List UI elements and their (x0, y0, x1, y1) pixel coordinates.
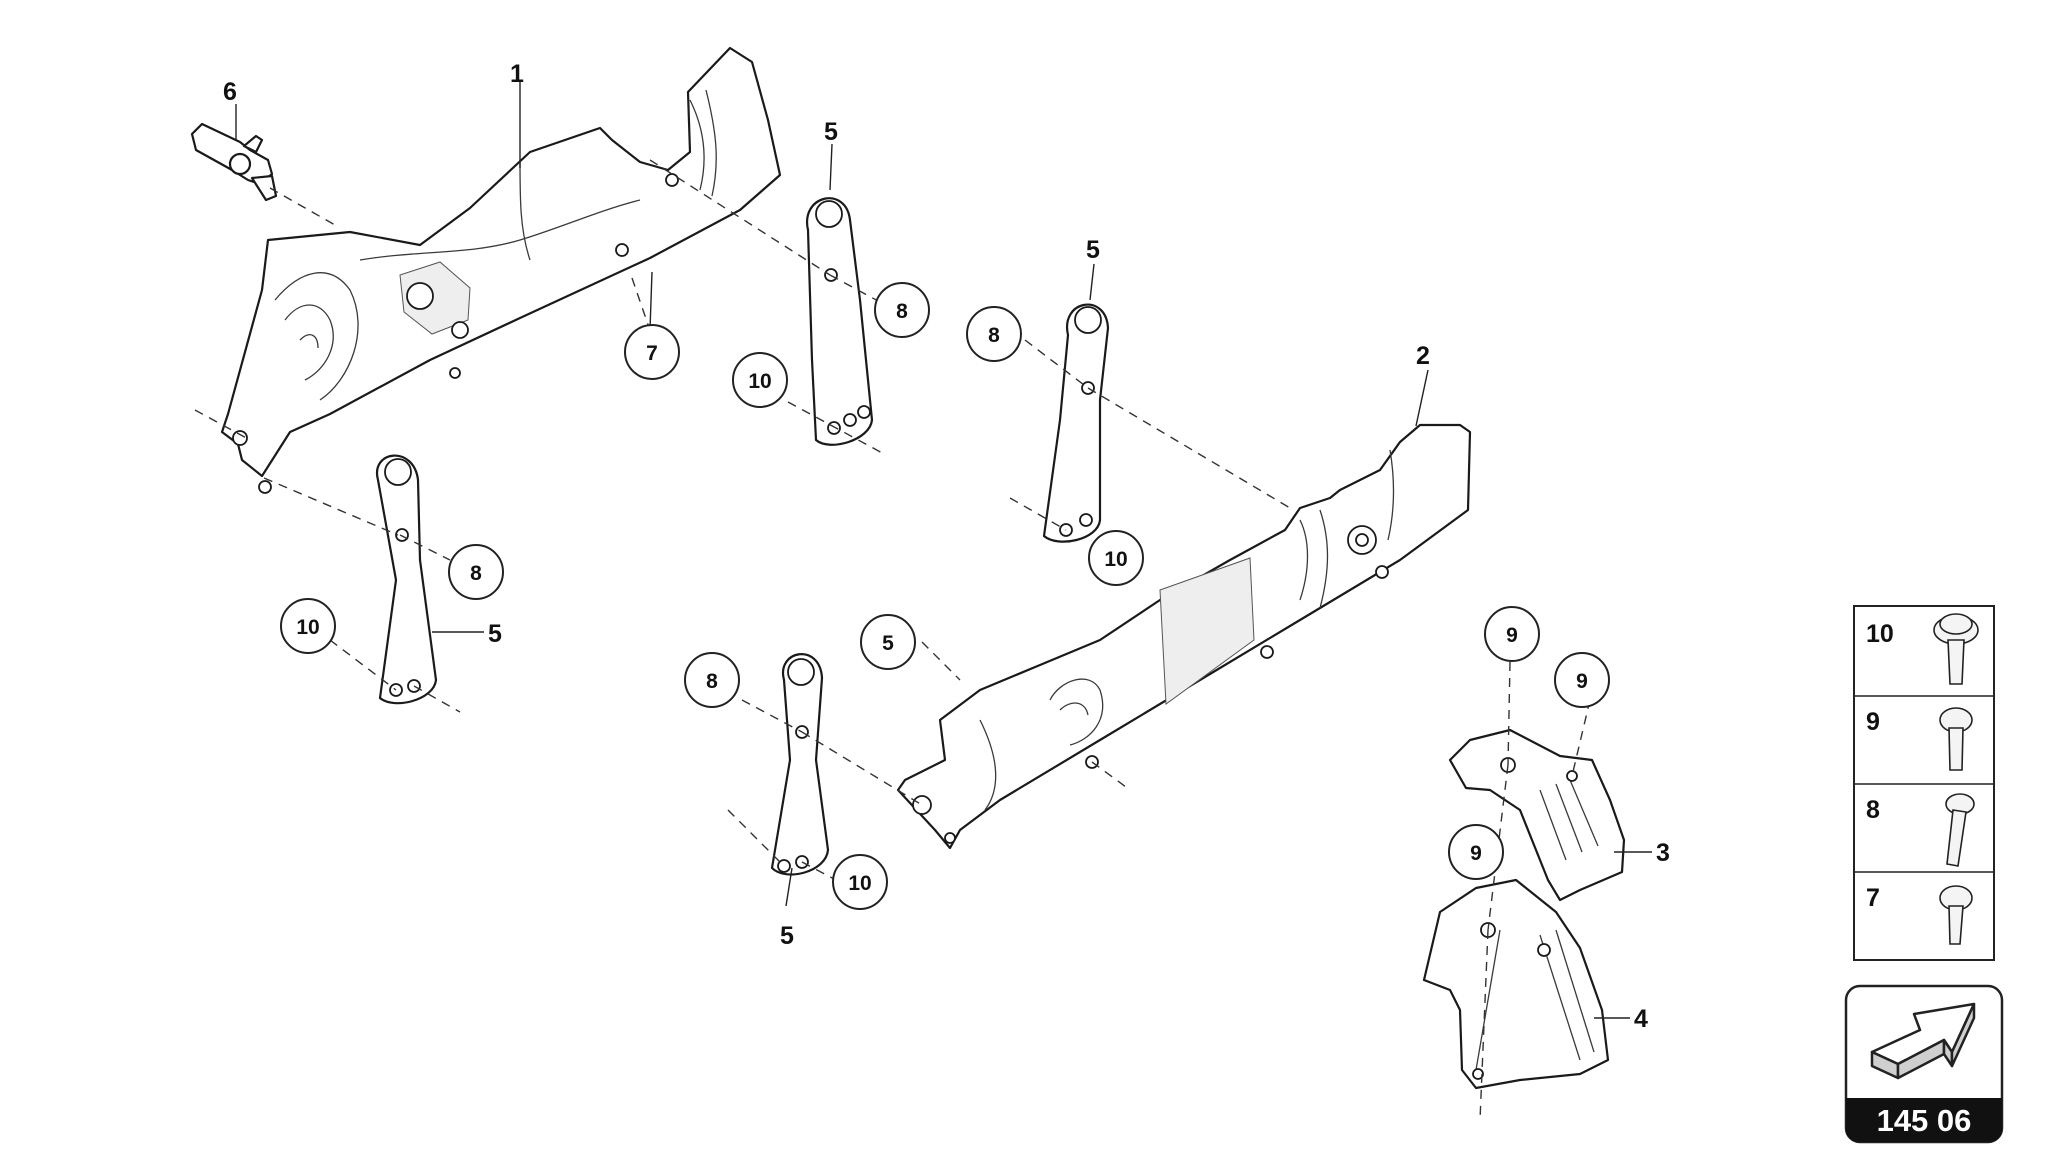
callout-10: 10 (832, 854, 888, 910)
svg-text:10: 10 (296, 616, 319, 639)
callout-9: 9 (1448, 824, 1504, 880)
callout-5: 5 (860, 614, 916, 670)
bracket-part-5-upper-right (1042, 303, 1110, 543)
callout-10: 10 (1088, 530, 1144, 586)
svg-text:10: 10 (848, 872, 871, 895)
part-labels: 6 1 5 5 2 5 5 3 4 (223, 60, 1670, 1033)
callout-8: 8 (966, 306, 1022, 362)
part-label-1: 1 (510, 60, 524, 88)
part-label-5: 5 (780, 922, 794, 950)
svg-text:8: 8 (706, 670, 718, 693)
legend-item-7: 7 (1866, 884, 1973, 945)
legend-item-10: 10 (1866, 613, 1979, 685)
callout-7: 7 (624, 324, 680, 380)
bracket-part-5-lower-middle (770, 653, 830, 876)
part-label-3: 3 (1656, 839, 1670, 867)
part-label-2: 2 (1416, 342, 1430, 370)
callout-9: 9 (1554, 652, 1610, 708)
torx-bolt-icon (1939, 707, 1973, 771)
callout-10: 10 (732, 352, 788, 408)
svg-text:5: 5 (882, 632, 894, 655)
callout-10: 10 (280, 598, 336, 654)
svg-text:10: 10 (1104, 548, 1127, 571)
arrow-icon (1870, 1002, 1976, 1080)
page-reference-button[interactable]: 145 06 (1844, 984, 2004, 1144)
svg-text:7: 7 (1866, 884, 1880, 912)
legend-item-9: 9 (1866, 707, 1973, 771)
svg-text:10: 10 (1866, 620, 1894, 648)
part-label-4: 4 (1634, 1005, 1648, 1033)
sensor-part-6 (190, 122, 278, 202)
svg-text:9: 9 (1576, 670, 1588, 693)
flange-bolt-icon (1933, 613, 1979, 685)
part-label-5: 5 (1086, 236, 1100, 264)
svg-text:10: 10 (748, 370, 771, 393)
legend-item-8: 8 (1866, 793, 1975, 867)
callout-9: 9 (1484, 606, 1540, 662)
svg-text:9: 9 (1866, 708, 1880, 736)
svg-text:8: 8 (896, 300, 908, 323)
heat-shield-part-2 (896, 423, 1472, 850)
fastener-legend: 10 9 8 7 (1853, 605, 1995, 961)
svg-text:7: 7 (646, 342, 658, 365)
part-label-5: 5 (488, 620, 502, 648)
part-label-6: 6 (223, 78, 237, 106)
callout-8: 8 (448, 544, 504, 600)
long-torx-bolt-icon (1945, 793, 1975, 867)
heat-shield-part-1 (220, 46, 782, 494)
page-reference-label: 145 06 (1877, 1103, 1972, 1138)
svg-text:8: 8 (988, 324, 1000, 347)
callouts: 7 8 10 8 10 8 10 5 (280, 282, 1610, 910)
part-label-5: 5 (824, 118, 838, 146)
callout-8: 8 (684, 652, 740, 708)
bracket-part-5-upper-left (805, 197, 874, 446)
short-torx-bolt-icon (1939, 885, 1973, 945)
bracket-part-4 (1422, 878, 1610, 1090)
leader-lines (235, 82, 1652, 1019)
bracket-part-5-lower-left (375, 454, 438, 705)
svg-text:9: 9 (1470, 842, 1482, 865)
svg-text:9: 9 (1506, 624, 1518, 647)
svg-text:8: 8 (470, 562, 482, 585)
callout-8: 8 (874, 282, 930, 338)
svg-text:8: 8 (1866, 796, 1880, 824)
